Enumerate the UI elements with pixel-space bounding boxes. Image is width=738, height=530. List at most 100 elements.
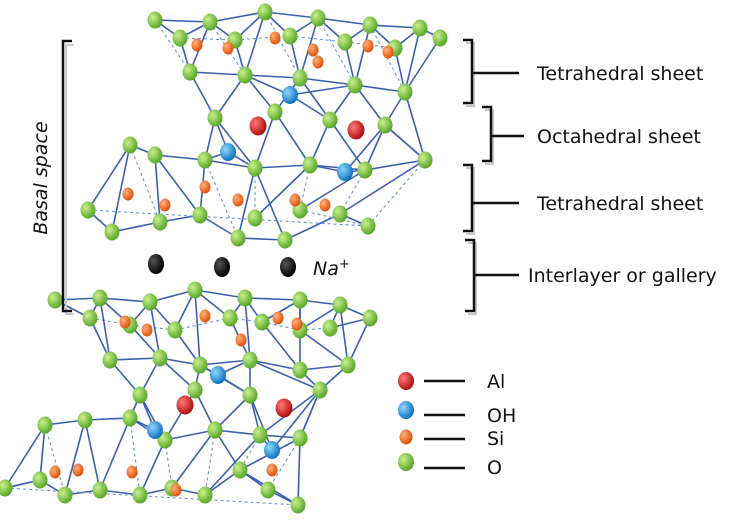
oxygen-atom (197, 151, 213, 169)
oxygen-atom (82, 309, 98, 327)
silicon-atom (307, 43, 319, 57)
bond-line (254, 111, 276, 169)
oxygen-atom (292, 291, 308, 309)
sheet-brackets (463, 38, 524, 315)
oxygen-atom (0, 479, 13, 497)
bond-line (164, 429, 216, 441)
oxygen-atom (322, 319, 338, 337)
oxygen-atom (302, 156, 318, 174)
bond-line (214, 74, 246, 119)
silicon-atom (269, 31, 281, 45)
bond-line (129, 144, 161, 223)
basal-space-label: Basal space (30, 121, 52, 234)
hydroxyl-atom (147, 421, 163, 439)
bond-line (254, 167, 286, 241)
hydroxyl-atom (264, 441, 280, 459)
oxygen-atom (80, 201, 96, 219)
oxygen-atom (92, 481, 108, 499)
oxygen-atom (237, 66, 253, 84)
oxygen-atom (122, 409, 138, 427)
legend-item-o: O (398, 453, 502, 479)
bond-line (99, 297, 111, 361)
bond-line (237, 167, 256, 239)
bond-line (4, 424, 46, 489)
silicon-atom (382, 45, 394, 59)
bond-line (214, 429, 261, 436)
bond-line (44, 424, 66, 496)
silicon-atom (199, 180, 211, 194)
silicon-atom (122, 187, 134, 201)
bond-line (254, 164, 311, 169)
silicon-atom (72, 463, 84, 477)
oxygen-atom (292, 69, 308, 87)
bond-line (344, 124, 386, 173)
crystal-lattice (0, 3, 448, 514)
aluminium-atom (347, 120, 365, 140)
oxygen-atom (432, 29, 448, 47)
bond-line (274, 111, 311, 166)
bond-line (339, 169, 366, 215)
bond-line (299, 329, 349, 366)
silicon-atom (266, 463, 278, 477)
bond-line (299, 77, 356, 86)
interlayer-gallery-label: Interlayer or gallery (528, 265, 717, 287)
octahedral-sheet-label: Octahedral sheet (537, 126, 701, 148)
sodium-ion (280, 257, 296, 277)
bond-line (234, 35, 291, 41)
oxygen-atom (230, 229, 246, 247)
oxygen-atom (187, 381, 203, 399)
bond-line (129, 417, 141, 496)
bond-line (267, 437, 301, 491)
bond-line (329, 119, 366, 171)
bond-line (154, 19, 191, 73)
bond-line (339, 159, 426, 215)
bond-line (347, 317, 371, 366)
si-atom-icon (399, 429, 413, 445)
bond-line (354, 84, 406, 93)
oxygen-atom (260, 481, 276, 499)
bond-line (244, 11, 266, 76)
oxygen-atom (247, 159, 263, 177)
bond-line (139, 439, 166, 496)
oxygen-atom (104, 223, 120, 241)
oxygen-atom (247, 209, 263, 227)
oxygen-atom (282, 27, 298, 45)
bond-line (299, 169, 366, 211)
bond-line (254, 164, 311, 219)
bond-line (39, 424, 46, 481)
oxygen-atom (47, 291, 63, 309)
bond-line (171, 429, 216, 489)
atom-legend: Al OH Si O (398, 371, 516, 479)
silicon-atom (119, 315, 131, 329)
silicon-atom (191, 38, 203, 52)
aluminium-atom (176, 395, 194, 415)
silicon-atom (312, 55, 324, 69)
oxygen-atom (337, 33, 353, 51)
bond-line (271, 389, 321, 451)
legend-label-al: Al (487, 371, 505, 393)
bond-line (244, 74, 301, 79)
silicon-atom (199, 309, 211, 323)
basal-space-bracket (61, 39, 74, 315)
tetrahedral-bottom-bracket (463, 163, 519, 235)
oxygen-atom (362, 309, 378, 327)
bond-line (289, 35, 346, 43)
legend-label-o: O (487, 457, 502, 479)
bond-line (204, 159, 256, 169)
oxygen-atom (77, 411, 93, 429)
silicon-atom (232, 193, 244, 207)
bond-line (244, 297, 301, 301)
silicon-atom (272, 311, 284, 325)
bond-line (317, 17, 356, 86)
bond-line (404, 27, 421, 93)
bond-line (244, 297, 251, 361)
oxygen-atom (167, 321, 183, 339)
tetrahedral-sheet-top-label: Tetrahedral sheet (536, 63, 703, 85)
oxygen-atom (222, 309, 238, 327)
bond-line (299, 389, 321, 439)
hydroxyl-atom (282, 86, 298, 104)
silicon-atom (170, 483, 182, 497)
oxygen-atom (237, 289, 253, 307)
silicon-atom (49, 465, 61, 479)
bond-line (309, 164, 366, 171)
